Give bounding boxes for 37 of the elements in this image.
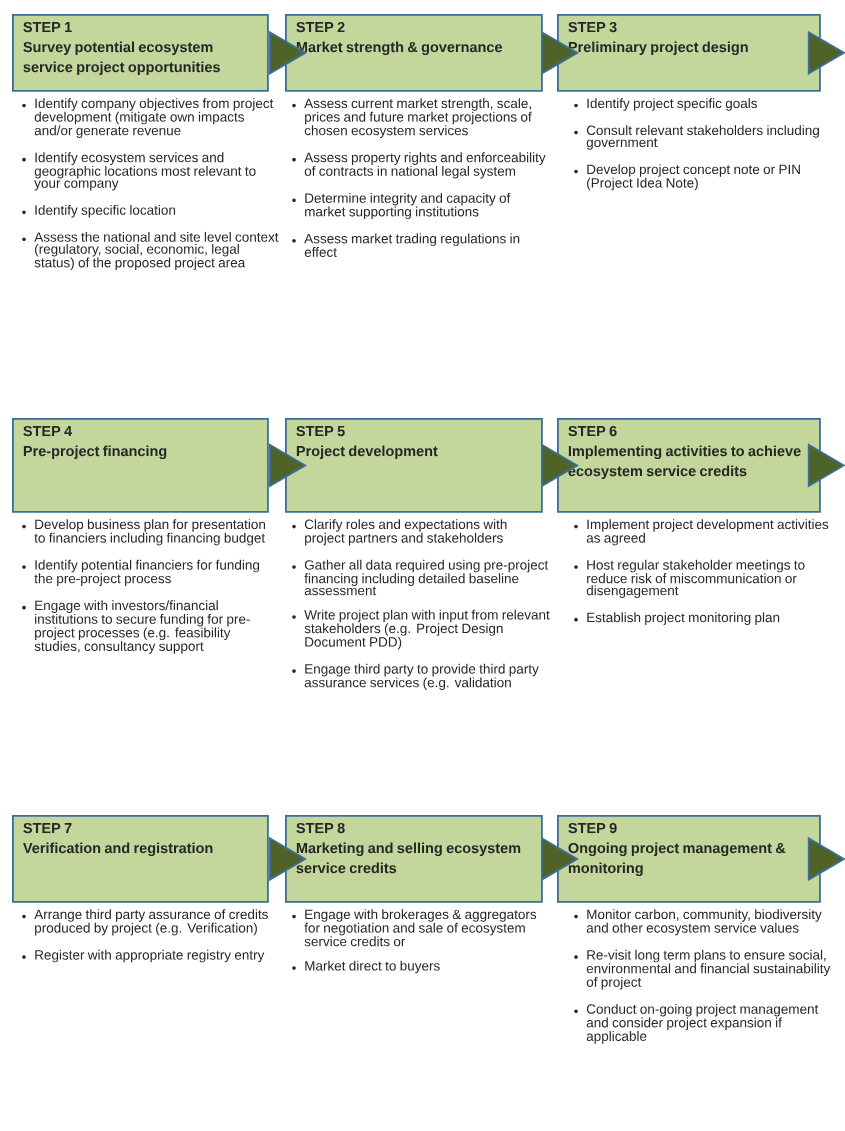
bullet-text: Assess current market strength, scale, prices and future market projections of chosen ecosystem services	[304, 98, 532, 138]
bullet-text: Assess market trading regulations in effect	[304, 233, 520, 257]
bullet-text: Conduct on-going project management and consider project expansion if applicable	[586, 1003, 819, 1044]
bullet-text: Engage with brokerages & aggregators for negotiation and sale of ecosystem service credits or	[304, 909, 537, 947]
bullet-text: Re-visit long term plans to ensure social, environmental and financial sustainability of project	[586, 949, 831, 990]
step-box: STEP 9 Ongoing project management & monitoring	[557, 815, 821, 903]
bullet-text: Identify specific location	[35, 204, 176, 218]
step-box: STEP 1 Survey potential ecosystem service project opportunities	[12, 14, 269, 92]
bullet-text: Arrange third party assurance of credits produced by project (e.g. Verification)	[34, 909, 268, 936]
bullet-text: Consult relevant stakeholders including government	[586, 125, 819, 150]
step-box: STEP 3 Preliminary project design	[557, 14, 821, 92]
bullet-text: Identify project specific goals	[587, 98, 757, 111]
step-box: STEP 7 Verification and registration	[12, 815, 269, 903]
bullet-text: Assess the national and site level context (regulatory, social, economic, legal status) of the proposed project area	[34, 231, 279, 271]
bullet-text: Host regular stakeholder meetings to reduce risk of miscommunication or disengagement	[586, 559, 805, 598]
step-box: STEP 5 Project development	[285, 418, 543, 513]
bullet-text: Gather all data required using pre-project financing including detailed baseline assessment	[304, 559, 549, 596]
bullet-text: Establish project monitoring plan	[587, 612, 780, 625]
bullet-text: Market direct to buyers	[305, 960, 440, 974]
bullet-text: Assess property rights and enforceability of contracts in national legal system	[304, 152, 546, 179]
bullet-text: Register with appropriate registry entry	[35, 949, 265, 963]
bullet-text: Identify ecosystem services and geographic locations most relevant to your company	[34, 152, 256, 191]
bullet-text: Develop project concept note or PIN (Project Idea Note)	[587, 164, 800, 191]
bullet-text: Determine integrity and capacity of market supporting institutions	[305, 192, 511, 220]
bullet-text: Engage with investors/financial institutions to secure funding for pre-project processes (e.g. feasibility studies, consultancy support	[34, 600, 250, 654]
step-box: STEP 8 Marketing and selling ecosystem service credits	[285, 815, 543, 903]
bullet-text: Identify company objectives from project development (mitigate own impacts and/or generate revenue	[34, 98, 274, 138]
step-box: STEP 4 Pre-project financing	[12, 418, 269, 513]
bullet-text: Develop business plan for presentation to financiers including financing budget	[34, 519, 266, 546]
step-box: STEP 2 Market strength & governance	[285, 14, 543, 92]
bullet-text: Monitor carbon, community, biodiversity and other ecosystem service values	[586, 909, 822, 936]
step-box: STEP 6 Implementing activities to achieve ecosystem service credits	[557, 418, 821, 513]
bullet-text: Engage third party to provide third party assurance services (e.g. validation	[304, 663, 539, 690]
bullet-text: Clarify roles and expectations with project partners and stakeholders	[304, 519, 507, 546]
bullet-text: Write project plan with input from relevant stakeholders (e.g. Project Design Document PDD)	[304, 609, 550, 650]
bullet-text: Identify potential financiers for funding the pre-project process	[34, 559, 259, 586]
bullet-text: Implement project development activities as agreed	[586, 519, 829, 546]
